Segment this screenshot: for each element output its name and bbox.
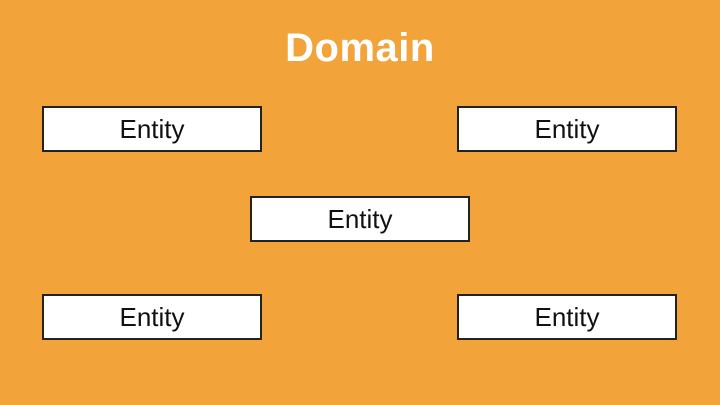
- entity-label: Entity: [534, 302, 600, 332]
- entity-label: Entity: [119, 114, 185, 144]
- slide-title: Domain: [285, 26, 435, 70]
- entity-box-top-right: Entity: [457, 106, 677, 152]
- entity-label: Entity: [327, 204, 393, 234]
- entity-box-bottom-right: Entity: [457, 294, 677, 340]
- entity-box-top-left: Entity: [42, 106, 262, 152]
- entity-label: Entity: [534, 114, 600, 144]
- entity-box-center: Entity: [250, 196, 470, 242]
- entity-box-bottom-left: Entity: [42, 294, 262, 340]
- entity-label: Entity: [119, 302, 185, 332]
